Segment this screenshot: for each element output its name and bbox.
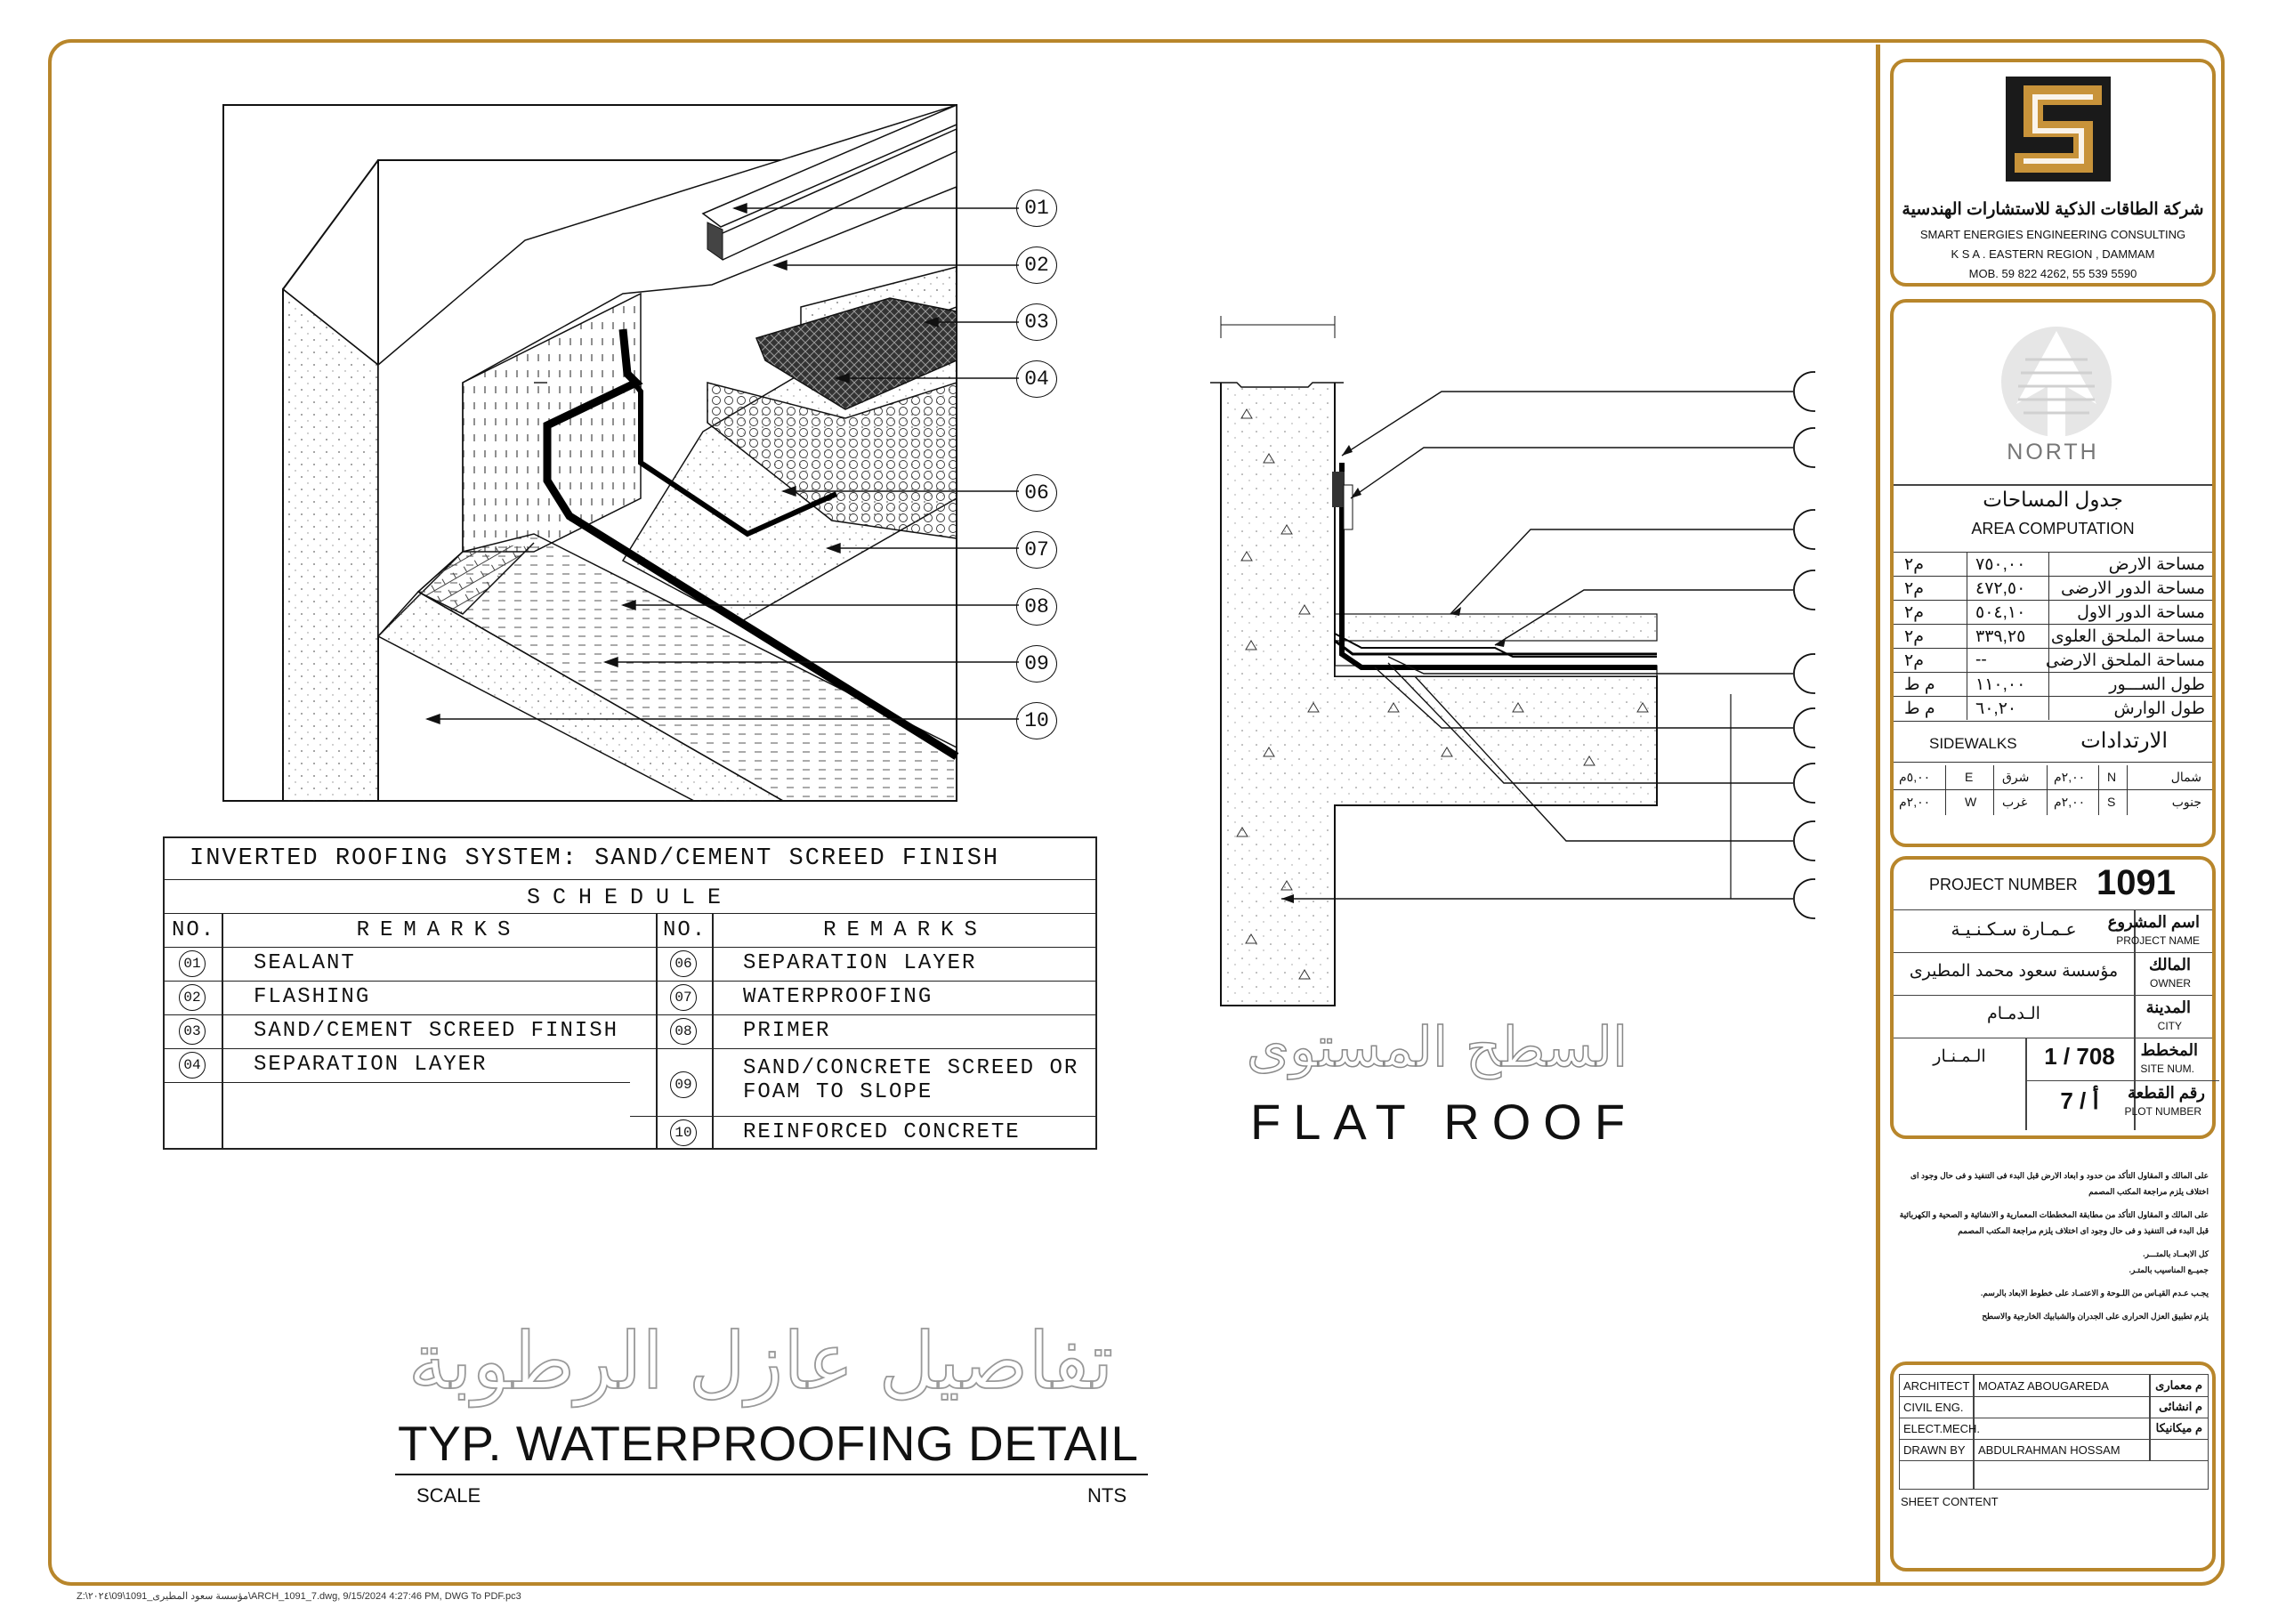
- city-label-en: CITY: [2157, 1020, 2182, 1032]
- schedule-remark: WATERPROOFING: [743, 985, 933, 1009]
- plot-number: 7 / أ: [2060, 1087, 2099, 1114]
- schedule-remark: SEPARATION LAYER: [743, 951, 977, 975]
- note-item: كل الابعــاد بالمتـــر.: [2143, 1249, 2209, 1258]
- project-name-label-en: PROJECT NAME: [2116, 934, 2200, 947]
- item-number: 04: [179, 1052, 206, 1079]
- callout-bubble: 09: [1016, 645, 1057, 683]
- note-item: على المالك و المقاول التأكد من مطابقة ال…: [1899, 1210, 2209, 1235]
- schedule-remark: FLASHING: [254, 985, 371, 1009]
- area-title-en: AREA COMPUTATION: [1971, 520, 2135, 537]
- city-label-ar: المدينة: [2145, 998, 2191, 1016]
- schedule-remark: PRIMER: [743, 1019, 831, 1043]
- north-arrow-icon: [2001, 327, 2112, 438]
- item-number: 09: [670, 1071, 697, 1098]
- schedule-remark: SAND/CEMENT SCREED FINISH: [254, 1019, 619, 1043]
- callout-bubble: 08: [1016, 588, 1057, 626]
- item-number: 02: [179, 984, 206, 1011]
- main-title-en: TYP. WATERPROOFING DETAIL: [398, 1416, 1139, 1471]
- title-underline: [395, 1474, 1148, 1475]
- owner-label-ar: المالك: [2148, 956, 2191, 974]
- schedule-remark: REINFORCED CONCRETE: [743, 1120, 1021, 1144]
- company-panel: شركة الطاقات الذكية للاستشارات الهندسية …: [1890, 59, 2216, 287]
- schedule-col-remarks: REMARKS: [823, 918, 988, 942]
- item-number: 07: [670, 984, 697, 1011]
- company-phone: MOB. 59 822 4262, 55 539 5590: [1968, 267, 2137, 280]
- drawing-frame: [48, 39, 2225, 1586]
- callout-bubble: 01: [1016, 190, 1057, 227]
- item-number: 01: [179, 950, 206, 977]
- schedule-col-no: NO.: [663, 918, 707, 942]
- project-panel: PROJECT NUMBER 1091 اسم المشروع PROJECT …: [1890, 856, 2219, 1139]
- company-name-en: SMART ENERGIES ENGINEERING CONSULTING: [1919, 228, 2186, 241]
- note-item: جميــع المناسيب بالمتـر.: [2129, 1265, 2209, 1274]
- area-row: مساحة الملحق الارضى -- م٢: [1894, 648, 2212, 673]
- flat-roof-section-drawing: [1210, 316, 1815, 1006]
- company-name-ar: شركة الطاقات الذكية للاستشارات الهندسية: [1902, 200, 2204, 219]
- sheet-content-label: SHEET CONTENT: [1901, 1495, 1999, 1508]
- flat-roof-title-en: FLAT ROOF: [1250, 1094, 1638, 1150]
- city-name: الـدمـام: [1987, 1005, 2040, 1023]
- general-notes: على المالك و المقاول التأكد من حدود و اب…: [1892, 1168, 2209, 1324]
- callout-bubble: 07: [1016, 531, 1057, 569]
- area-row: طول الوارش ٦٠,٢٠ م ط: [1894, 696, 2212, 722]
- schedule-table: INVERTED ROOFING SYSTEM: SAND/CEMENT SCR…: [163, 836, 1097, 1150]
- north-label: NORTH: [2007, 440, 2099, 465]
- credits-panel: ARCHITECT MOATAZ ABOUGAREDA م معمارى CIV…: [1890, 1361, 2216, 1571]
- sidewalks-en: SIDEWALKS: [1929, 735, 2017, 752]
- schedule-title: INVERTED ROOFING SYSTEM: SAND/CEMENT SCR…: [190, 845, 1000, 872]
- area-row: مساحة الدور الارضى ٤٧٢,٥٠ م٢: [1894, 576, 2212, 601]
- item-number: 10: [670, 1119, 697, 1146]
- owner-label-en: OWNER: [2150, 977, 2191, 990]
- company-location: K S A . EASTERN REGION , DAMMAM: [1951, 247, 2155, 261]
- project-number: 1091: [2096, 863, 2176, 902]
- note-item: على المالك و المقاول التأكد من حدود و اب…: [1910, 1171, 2209, 1196]
- file-path: Z:\٢٠٢٤\09\1091_مؤسسة سعود المطيرى\ARCH_…: [77, 1591, 521, 1602]
- schedule-subtitle: SCHEDULE: [526, 885, 734, 910]
- item-number: 08: [670, 1018, 697, 1045]
- site-label-ar: المخطط: [2140, 1041, 2198, 1059]
- isometric-waterproofing-detail: [222, 103, 1019, 802]
- area-row: طول الســـور ١١٠,٠٠ م ط: [1894, 672, 2212, 697]
- schedule-col-no: NO.: [172, 918, 216, 942]
- schedule-remark: SEALANT: [254, 951, 356, 975]
- project-name-label-ar: اسم المشروع: [2107, 913, 2200, 931]
- plot-label-en: PLOT NUMBER: [2124, 1105, 2201, 1118]
- district-name: الـمـنـار: [1933, 1047, 1986, 1066]
- scale-value: NTS: [1087, 1484, 1127, 1507]
- note-item: يلزم تطبيق العزل الحرارى على الجدران وال…: [1982, 1312, 2209, 1321]
- project-number-label: PROJECT NUMBER: [1929, 876, 2078, 893]
- site-label-en: SITE NUM.: [2140, 1062, 2194, 1075]
- sidewalks-table: شمال N ٢,٠٠م شرق E ٥,٠٠م جنوب S ٢,٠٠م غر…: [1894, 765, 2212, 815]
- schedule-remark: SEPARATION LAYER: [254, 1053, 488, 1077]
- company-logo-icon: [2006, 77, 2111, 182]
- note-item: يجـب عـدم القيـاس من اللـوحة و الاعتمـاد…: [1980, 1289, 2209, 1297]
- schedule-remark: SAND/CONCRETE SCREED OR FOAM TO SLOPE: [743, 1056, 1079, 1104]
- area-title-ar: جدول المساحات: [1983, 488, 2123, 511]
- callout-bubble: 06: [1016, 474, 1057, 512]
- item-number: 03: [179, 1018, 206, 1045]
- callout-bubble: 10: [1016, 702, 1057, 739]
- main-title-ar: تفاصيل عازل الرطوبة: [408, 1314, 1114, 1408]
- plot-label-ar: رقم القطعة: [2128, 1084, 2205, 1102]
- title-block-divider: [1876, 44, 1880, 1582]
- area-row: مساحة الملحق العلوى ٣٣٩,٢٥ م٢: [1894, 624, 2212, 649]
- scale-label: SCALE: [416, 1484, 481, 1507]
- site-number: 1 / 708: [2044, 1043, 2115, 1070]
- callout-bubble: 03: [1016, 303, 1057, 341]
- owner-name: مؤسسة سعود محمد المطيرى: [1909, 962, 2119, 981]
- flat-roof-title-ar: السطح المستوى: [1246, 1014, 1628, 1080]
- area-row: مساحة الدور الاول ٥٠٤,١٠ م٢: [1894, 600, 2212, 625]
- area-panel: NORTH جدول المساحات AREA COMPUTATION مسا…: [1890, 299, 2216, 847]
- project-name: عـمـارة سـكـنـيـة: [1951, 920, 2077, 940]
- callout-bubble: 04: [1016, 360, 1057, 398]
- area-table: مساحة الارض ٧٥٠,٠٠ م٢ مساحة الدور الارضى…: [1894, 552, 2212, 722]
- item-number: 06: [670, 950, 697, 977]
- callout-bubble: 02: [1016, 246, 1057, 284]
- sidewalks-ar: الارتدادات: [2080, 729, 2168, 753]
- area-row: مساحة الارض ٧٥٠,٠٠ م٢: [1894, 552, 2212, 577]
- schedule-col-remarks: REMARKS: [356, 918, 521, 942]
